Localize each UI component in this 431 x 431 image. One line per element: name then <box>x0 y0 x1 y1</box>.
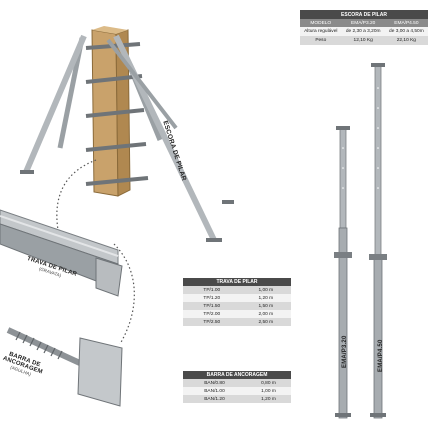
trava-cell: 1,20 m <box>258 295 274 301</box>
escora-head: EMA/P3.20 <box>351 20 376 26</box>
trava-table-title: TRAVA DE PILAR <box>183 278 291 286</box>
barra-cell: 1,20 m <box>261 396 276 402</box>
trava-table: TRAVA DE PILAR TP/1.00 1,00 m TP/1.20 1,20… <box>183 278 291 326</box>
formwork-illustration <box>20 26 234 242</box>
escora-head: EMA/P4.50 <box>394 20 419 26</box>
label-prop-ema-p320: EMA/P3.20 <box>342 335 348 368</box>
trava-cell: 2,50 m <box>258 319 274 325</box>
escora-cell: Altura regulável <box>304 29 338 34</box>
barra-cell: 1,00 m <box>261 388 276 394</box>
trava-cell: TP/2.50 <box>203 319 221 325</box>
prop-front-left <box>23 34 87 174</box>
escora-table-title: ESCORA DE PILAR <box>300 10 428 19</box>
prop-base <box>222 200 234 204</box>
barra-illustration <box>6 327 123 407</box>
trava-cell: TP/1.20 <box>203 295 221 301</box>
wood-column-top <box>92 26 128 34</box>
label-prop-ema-p450: EMA/P4.50 <box>378 339 384 372</box>
prop-front-right-2 <box>106 38 178 130</box>
trava-cell: 1,00 m <box>258 287 274 293</box>
prop2-top <box>371 63 385 67</box>
barra-table-title: BARRA DE ANCORAGEM <box>183 371 291 379</box>
prop1-top <box>336 126 350 130</box>
trava-cell: 2,00 m <box>258 311 274 317</box>
escora-cell: de 2,30 a 3,20m <box>345 29 381 34</box>
callout-dotted <box>56 159 97 231</box>
barra-cell: 0,80 m <box>261 380 276 386</box>
escora-cell: 12,10 Kg <box>353 38 373 43</box>
prop1-collar <box>334 252 352 258</box>
trava-cell: TP/1.00 <box>203 287 221 293</box>
barra-table: BARRA DE ANCORAGEM BAN/0.80 0,80 m BAN/1.… <box>183 371 291 403</box>
prop2-outer-tube <box>373 255 383 419</box>
trava-cell: 1,50 m <box>258 303 274 309</box>
callout-dotted-2 <box>113 243 135 345</box>
prop1-outer-tube <box>338 227 348 419</box>
prop2-base <box>370 413 386 417</box>
barra-cell: BAN/1.00 <box>204 388 225 394</box>
escora-cell: Peso <box>315 38 327 43</box>
prop1-inner-tube <box>339 127 347 229</box>
barra-cell: BAN/1.20 <box>204 396 225 402</box>
prop2-collar <box>369 254 387 260</box>
escora-cell: de 3,00 a 4,50m <box>389 29 424 34</box>
escora-cell: 22,10 Kg <box>396 38 416 43</box>
prop-base <box>20 170 34 174</box>
trava-cell: TP/2.00 <box>203 311 221 317</box>
prop2-inner-tube <box>374 65 382 257</box>
prop1-base <box>335 413 351 417</box>
prop-base <box>206 238 222 242</box>
props-illustration <box>334 63 387 419</box>
trava-illustration <box>0 209 123 297</box>
escora-head: MODELO <box>310 20 332 26</box>
trava-cell: TP/1.50 <box>203 303 221 309</box>
escora-table: ESCORA DE PILAR MODELO EMA/P3.20 EMA/P4.… <box>300 10 428 45</box>
barra-cell: BAN/0.80 <box>204 380 225 386</box>
